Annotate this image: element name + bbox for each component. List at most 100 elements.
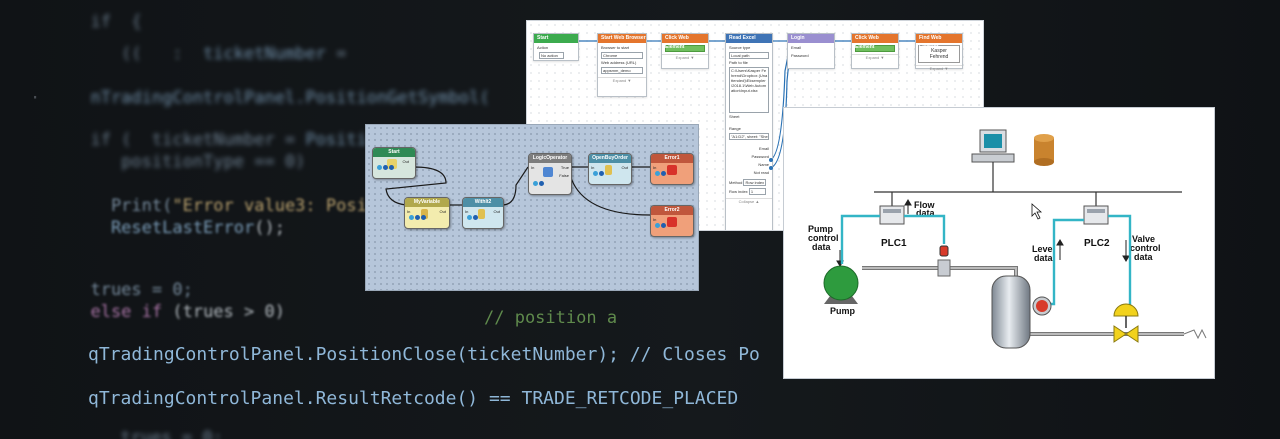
- plc-icon: [879, 205, 905, 225]
- code-line-position-close: qTradingControlPanel.PositionClose(ticke…: [88, 344, 760, 365]
- node-title: Find Web Element: [916, 34, 962, 50]
- input-port[interactable]: In: [653, 217, 657, 222]
- database-icon: [1034, 134, 1054, 166]
- click-web-element-node[interactable]: Click Web Element Expand ▼: [661, 33, 709, 69]
- function-icon: [478, 209, 485, 219]
- logic-node-withit[interactable]: WithIt2 In Out: [462, 197, 504, 229]
- process-diagram: PLC1 PLC2 Flow data Pump control data Le…: [808, 129, 1207, 349]
- field-label: Source type: [729, 45, 751, 50]
- port-dot[interactable]: [769, 158, 773, 162]
- action-select[interactable]: No action: [539, 52, 564, 59]
- code-line: positionType == 0): [70, 152, 306, 172]
- logic-node-variable[interactable]: MyVariable In Out: [404, 197, 450, 229]
- start-icon: [387, 159, 397, 169]
- node-title: OpenBuyOrder: [589, 154, 631, 163]
- plc1-label: PLC1: [881, 238, 907, 249]
- field-label: Row index: [729, 189, 748, 194]
- field-label: Web address (URL): [601, 60, 637, 65]
- source-select[interactable]: Local path: [729, 52, 769, 59]
- input-port[interactable]: In: [531, 165, 535, 170]
- code-line: nTradingControlPanel.PositionGetSymbol(: [70, 88, 490, 108]
- node-title: Error1: [651, 154, 693, 163]
- flow-data-label: data: [916, 208, 936, 218]
- flow-sensor-icon: [937, 245, 951, 277]
- expand-toggle[interactable]: Expand ▼: [598, 77, 646, 84]
- tank-icon: [991, 275, 1031, 349]
- code-line: if {: [70, 12, 142, 32]
- logic-node-start[interactable]: Start Out: [372, 147, 416, 179]
- output-port[interactable]: Not read: [753, 170, 769, 175]
- input-port[interactable]: In: [591, 165, 595, 170]
- field-label: Method: [729, 180, 743, 185]
- computer-icon: [971, 129, 1015, 163]
- click-web-element-node-2[interactable]: Click Web Element Expand ▼: [851, 33, 899, 69]
- input-port[interactable]: Email: [791, 45, 802, 50]
- logic-node-open-buy-order[interactable]: OpenBuyOrder In Out: [588, 153, 632, 185]
- output-port[interactable]: Out: [621, 165, 628, 170]
- error-icon: [667, 165, 677, 175]
- output-port[interactable]: Name: [758, 162, 769, 167]
- variable-icon: [421, 209, 428, 219]
- path-field[interactable]: C:\Users\Kasper Fehrend\Dropbox (Unatten…: [729, 67, 769, 113]
- expand-toggle[interactable]: Expand ▼: [662, 54, 708, 61]
- line-number: ·: [30, 88, 41, 108]
- node-title: Login: [788, 34, 834, 43]
- false-port[interactable]: False: [559, 173, 569, 178]
- pump-control-label: data: [812, 242, 832, 252]
- output-port[interactable]: Password: [751, 154, 769, 159]
- collapse-toggle[interactable]: Collapse ▲: [726, 198, 772, 205]
- level-sensor-icon: [1032, 296, 1052, 316]
- node-title: Read Excel: [726, 34, 772, 43]
- read-excel-node[interactable]: Read Excel Source type Local path Path t…: [725, 33, 773, 230]
- function-icon: [605, 165, 612, 175]
- pump-control-label: control: [808, 233, 839, 243]
- url-field[interactable]: appsmm_demo: [601, 67, 643, 74]
- valve-control-label: data: [1134, 252, 1154, 262]
- output-port[interactable]: Email: [758, 146, 769, 151]
- output-port[interactable]: Out: [402, 159, 409, 164]
- start-browser-node[interactable]: Start Web Browser Browser to start Chrom…: [597, 33, 647, 97]
- range-field[interactable]: "A1:D2", sheet: "Sheet1": [729, 133, 769, 140]
- node-title: Click Web Element: [852, 34, 898, 50]
- output-port[interactable]: Out: [493, 209, 500, 214]
- code-line: else if (trues > 0): [70, 302, 285, 322]
- node-title: Error2: [651, 206, 693, 215]
- input-port[interactable]: In: [407, 209, 411, 214]
- element-text-preview: Kasper Fehrend: [918, 45, 960, 63]
- error-icon: [667, 217, 677, 227]
- expand-toggle[interactable]: Expand ▼: [916, 65, 962, 72]
- input-port[interactable]: In: [465, 209, 469, 214]
- start-node[interactable]: Start Action No action: [533, 33, 579, 61]
- field-label: Range: [729, 126, 741, 131]
- field-label: Action: [537, 45, 549, 50]
- code-line-result-retcode: qTradingControlPanel.ResultRetcode() == …: [88, 388, 739, 409]
- field-label: Sheet: [729, 114, 740, 119]
- mouse-cursor-icon: [1031, 203, 1043, 220]
- logic-flow-panel: Start Out MyVariable In Out WithIt2 In O…: [365, 124, 699, 291]
- process-control-diagram-panel: PLC1 PLC2 Flow data Pump control data Le…: [783, 107, 1215, 379]
- logic-node-operator[interactable]: LogicOperator In True False: [528, 153, 572, 195]
- flow-data-label: Flow: [914, 200, 935, 210]
- input-port[interactable]: Password: [791, 53, 809, 58]
- logic-connectors: [385, 166, 651, 216]
- row-index-field[interactable]: 1: [748, 188, 766, 195]
- find-web-element-node[interactable]: Find Web Element Kasper Fehrend Expand ▼: [915, 33, 963, 72]
- true-port[interactable]: True: [560, 165, 569, 170]
- input-port[interactable]: In: [653, 165, 657, 170]
- browser-select[interactable]: Chrome: [601, 52, 643, 59]
- logic-node-error-2[interactable]: Error2 In: [650, 205, 694, 237]
- pump-label: Pump: [830, 306, 856, 316]
- code-comment: // position a: [484, 308, 628, 328]
- login-node[interactable]: Login Email Password: [787, 33, 835, 69]
- logic-node-error-1[interactable]: Error1 In: [650, 153, 694, 185]
- level-data-label: data: [1034, 253, 1054, 263]
- port-dot[interactable]: [769, 166, 773, 170]
- expand-toggle[interactable]: Expand ▼: [852, 54, 898, 61]
- code-line: ResetLastError();: [70, 218, 285, 238]
- output-port[interactable]: Out: [439, 209, 446, 214]
- node-title: LogicOperator: [529, 154, 571, 163]
- code-line: (( : ticketNumber =: [70, 44, 357, 64]
- method-select[interactable]: Row index: [743, 179, 767, 186]
- plc2-label: PLC2: [1084, 238, 1110, 249]
- code-line: trues = 0;: [70, 280, 193, 300]
